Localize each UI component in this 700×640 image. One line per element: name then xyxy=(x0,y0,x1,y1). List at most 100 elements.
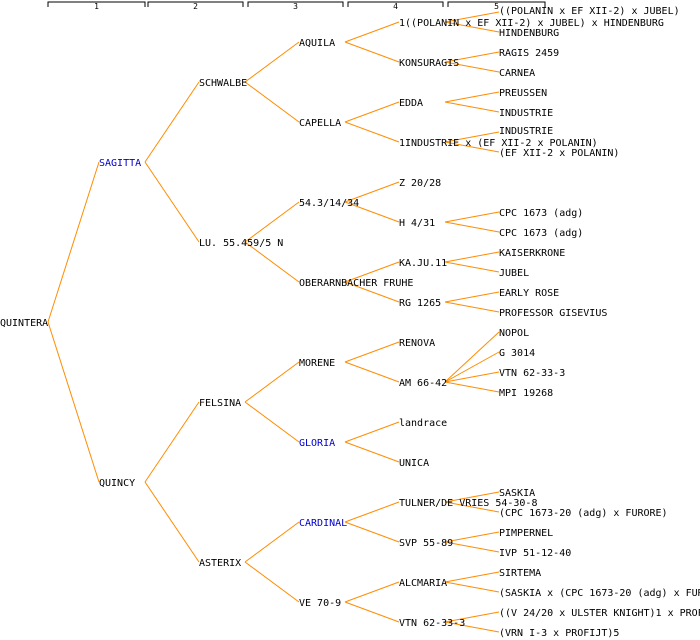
connector-gen4 xyxy=(344,181,400,203)
gen5-node-label: KAISERKRONE xyxy=(499,248,565,259)
connector-gen5 xyxy=(444,381,500,393)
gen5-node-label: PIMPERNEL xyxy=(499,528,553,539)
connector-gen4 xyxy=(344,281,400,303)
connector-gen5 xyxy=(444,141,500,153)
gen3-node-label: AQUILA xyxy=(299,38,335,49)
gen5-node-label: PROFESSOR GISEVIUS xyxy=(499,308,607,319)
gen5-node-label: HINDENBURG xyxy=(499,28,559,39)
gen5-node-label: JUBEL xyxy=(499,268,529,279)
connector-gen1 xyxy=(47,321,100,483)
gen4-node-label: H 4/31 xyxy=(399,218,435,229)
connector-gen5 xyxy=(444,501,500,513)
connector-gen5 xyxy=(444,11,500,23)
connector-gen2 xyxy=(144,481,200,563)
connector-gen5 xyxy=(444,221,500,233)
gen3-node-label: CAPELLA xyxy=(299,118,341,129)
connector-gen5 xyxy=(444,61,500,73)
gen5-node-label: ((V 24/20 x ULSTER KNIGHT)1 x PROFIJT) xyxy=(499,608,700,619)
gen4-node-label: EDDA xyxy=(399,98,423,109)
connector-gen5 xyxy=(444,91,500,103)
root-node-label: QUINTERA xyxy=(0,318,48,329)
connector-gen5 xyxy=(444,531,500,543)
connector-gen4 xyxy=(344,501,400,523)
connector-gen4 xyxy=(344,361,400,383)
connector-gen3 xyxy=(244,521,300,563)
connector-gen1 xyxy=(47,161,100,323)
connector-gen2 xyxy=(144,401,200,483)
connector-gen4 xyxy=(344,441,400,463)
gen5-node-label: IVP 51-12-40 xyxy=(499,548,571,559)
gen5-node-label: RAGIS 2459 xyxy=(499,48,559,59)
connector-gen5 xyxy=(444,51,500,63)
gen5-node-label: CPC 1673 (adg) xyxy=(499,208,583,219)
gen4-node-label: VTN 62-33-3 xyxy=(399,618,465,629)
gen4-node-label: 1((POLANIN x EF XII-2) x JUBEL) x HINDEN… xyxy=(399,18,664,29)
connector-gen5 xyxy=(444,371,500,383)
gen5-node-label: MPI 19268 xyxy=(499,388,553,399)
connector-gen3 xyxy=(244,201,300,243)
connector-gen5 xyxy=(444,351,500,383)
connector-gen3 xyxy=(244,41,300,83)
gen5-node-label: NOPOL xyxy=(499,328,529,339)
gen2-node-label: SCHWALBE xyxy=(199,78,247,89)
gen2-node-label: FELSINA xyxy=(199,398,241,409)
gen1-node-label: QUINCY xyxy=(99,478,135,489)
gen4-node-label: RENOVA xyxy=(399,338,435,349)
gen5-node-label: SIRTEMA xyxy=(499,568,541,579)
connector-gen2 xyxy=(144,161,200,243)
connector-gen5 xyxy=(444,301,500,313)
gen5-node-label: SASKIA xyxy=(499,488,535,499)
connector-gen5 xyxy=(444,581,500,593)
connector-gen5 xyxy=(444,571,500,583)
generation-ruler-bracket xyxy=(447,1,546,7)
connector-gen5 xyxy=(444,331,500,383)
gen2-node-label: ASTERIX xyxy=(199,558,241,569)
generation-ruler-bracket xyxy=(147,1,244,7)
connector-gen4 xyxy=(344,261,400,283)
connector-gen5 xyxy=(444,621,500,633)
connector-gen3 xyxy=(244,361,300,403)
connector-gen5 xyxy=(444,131,500,143)
gen5-node-label: CPC 1673 (adg) xyxy=(499,228,583,239)
connector-gen5 xyxy=(444,541,500,553)
gen2-node-label: LU. 55.459/5 N xyxy=(199,238,283,249)
gen4-node-label: RG 1265 xyxy=(399,298,441,309)
connector-gen3 xyxy=(244,241,300,283)
gen4-node-label: KA.JU.11 xyxy=(399,258,447,269)
gen4-node-label: TULNER/DE VRIES 54-30-8 xyxy=(399,498,537,509)
gen5-node-label: VTN 62-33-3 xyxy=(499,368,565,379)
connector-gen4 xyxy=(344,581,400,603)
gen4-node-label: Z 20/28 xyxy=(399,178,441,189)
generation-number: 4 xyxy=(393,2,398,11)
connector-gen5 xyxy=(444,611,500,623)
gen3-node-label: VE 70-9 xyxy=(299,598,341,609)
generation-ruler-bracket xyxy=(47,1,146,7)
gen3-node-label: CARDINAL xyxy=(299,518,347,529)
gen5-node-label: ((POLANIN x EF XII-2) x JUBEL) xyxy=(499,6,680,17)
connector-gen5 xyxy=(444,261,500,273)
connector-gen3 xyxy=(244,561,300,603)
connector-gen4 xyxy=(344,201,400,223)
gen3-node-label: MORENE xyxy=(299,358,335,369)
gen5-node-label: (CPC 1673-20 (adg) x FURORE) xyxy=(499,508,668,519)
connector-gen4 xyxy=(344,21,400,43)
gen5-node-label: EARLY ROSE xyxy=(499,288,559,299)
connector-gen5 xyxy=(444,291,500,303)
gen5-node-label: PREUSSEN xyxy=(499,88,547,99)
connector-gen5 xyxy=(444,101,500,113)
connector-gen4 xyxy=(344,101,400,123)
pedigree-connectors xyxy=(47,11,500,633)
gen5-node-label: (SASKIA x (CPC 1673-20 (adg) x FURORE)) xyxy=(499,588,700,599)
gen4-node-label: AM 66-42 xyxy=(399,378,447,389)
gen3-node-label: OBERARNBACHER FRUHE xyxy=(299,278,413,289)
connector-gen4 xyxy=(344,341,400,363)
connector-gen3 xyxy=(244,81,300,123)
gen4-node-label: SVP 55-89 xyxy=(399,538,453,549)
connector-gen4 xyxy=(344,521,400,543)
generation-number: 5 xyxy=(494,2,499,11)
gen5-node-label: INDUSTRIE xyxy=(499,126,553,137)
connector-gen5 xyxy=(444,491,500,503)
